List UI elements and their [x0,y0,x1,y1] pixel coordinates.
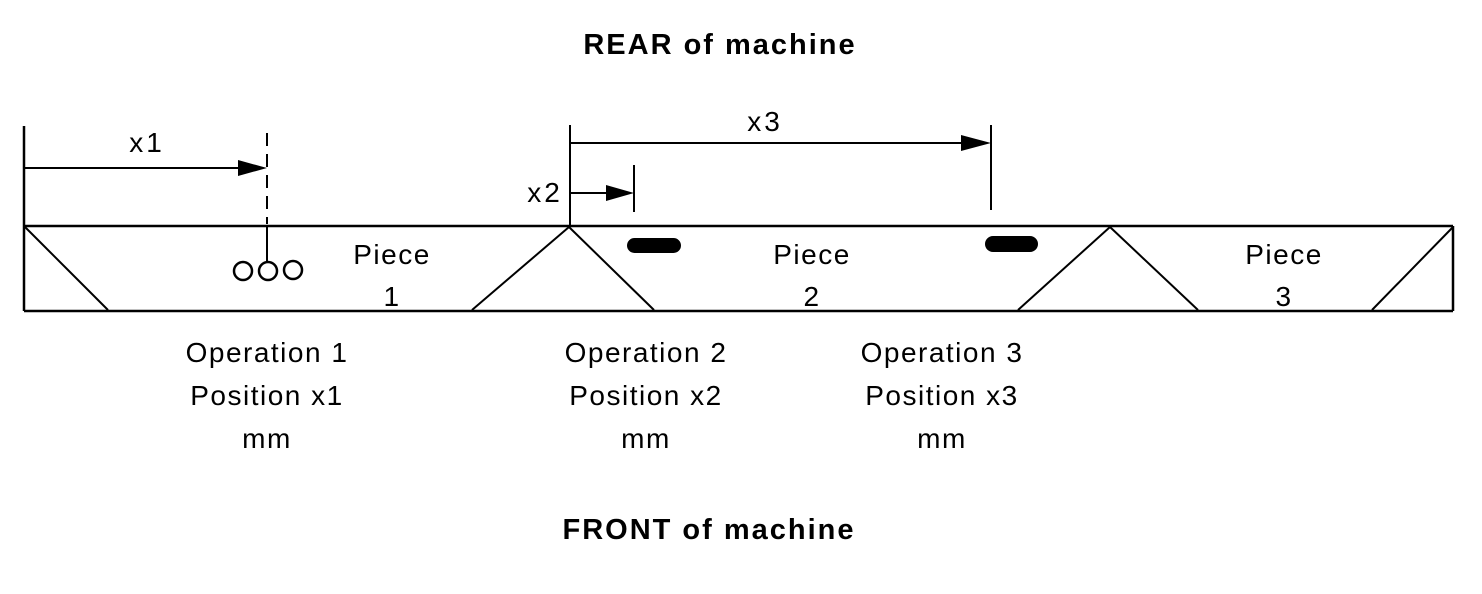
slot-icon [627,238,681,253]
separator2-left-leg [1017,226,1111,311]
slot-marks [627,236,1038,253]
dimension-x1 [24,133,268,268]
hole-icon [257,260,279,282]
piece-3-number: 3 [1275,281,1293,312]
separator2-right-leg [1109,226,1199,311]
hole-icon [232,260,254,282]
piece-2-label: Piece 2 [773,234,851,318]
x2-arrowhead-icon [606,185,634,201]
piece-3-label: Piece 3 [1245,234,1323,318]
operation-2-title: Operation 2 [564,337,728,368]
separator1-left-leg [471,226,570,311]
operation-3-position: Position x3 [865,380,1019,411]
x1-arrowhead-icon [238,160,267,176]
operation-1-position: Position x1 [190,380,344,411]
rear-of-machine-title: REAR of machine [583,29,857,61]
x3-arrowhead-icon [961,135,991,151]
piece-1-name: Piece [353,239,431,270]
slot-icon [985,236,1038,252]
operation-1-block: Operation 1 Position x1 mm [186,331,349,460]
front-of-machine-title: FRONT of machine [562,514,856,546]
piece-3-name: Piece [1245,239,1323,270]
operation-2-position: Position x2 [569,380,723,411]
piece-2-number: 2 [803,281,821,312]
hole-marks [232,259,304,282]
right-end-diagonal [1371,226,1454,311]
dimension-x3-label: x3 [747,106,783,137]
operation-1-unit: mm [242,423,292,454]
separator1-right-leg [568,226,655,311]
workpiece-band [22,126,1455,313]
operation-2-block: Operation 2 Position x2 mm [565,331,728,460]
operation-2-unit: mm [621,423,671,454]
piece-separator-diagonals [24,226,1454,311]
piece-2-name: Piece [773,239,851,270]
piece-1-label: Piece 1 [353,234,431,318]
hole-icon [282,259,304,281]
piece-1-number: 1 [383,281,401,312]
dimension-x2-x3 [569,125,992,226]
operation-3-block: Operation 3 Position x3 mm [861,331,1024,460]
operation-1-title: Operation 1 [185,337,349,368]
dimension-x2-label: x2 [527,177,563,208]
left-end-diagonal [24,226,109,311]
operation-3-unit: mm [917,423,967,454]
dimension-x1-label: x1 [129,127,165,158]
operation-3-title: Operation 3 [860,337,1024,368]
